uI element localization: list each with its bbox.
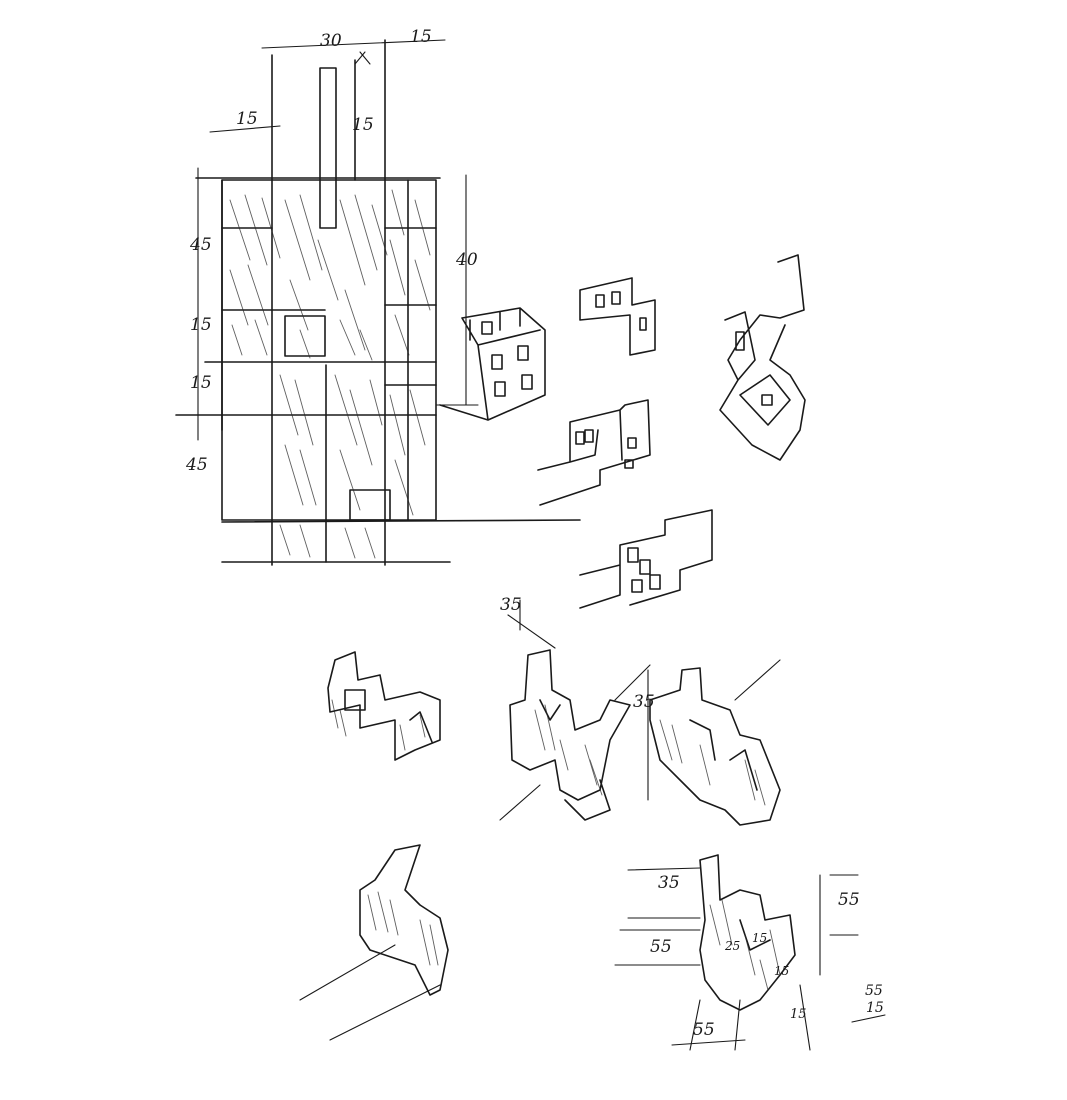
- cluster-study-left: [327, 651, 441, 761]
- dim-lower-left-55: 55: [650, 937, 672, 957]
- main-elevation: 30 15 15 15 45 15 15 45 40: [175, 27, 581, 566]
- dim-left-upper: 45: [189, 235, 212, 255]
- cluster-study-right: [647, 659, 781, 826]
- perspective-study-3: [719, 254, 806, 461]
- dim-lower-inner-15b: 15: [774, 964, 789, 978]
- dim-left-lower: 15: [190, 373, 212, 393]
- dim-left-middle: 15: [190, 315, 212, 335]
- lower-study-left: [299, 844, 449, 1041]
- dim-side-15: 15: [790, 1007, 807, 1022]
- cluster-study-middle: [499, 599, 651, 821]
- elevation-hatching: [229, 189, 431, 559]
- dim-right-height: 40: [455, 250, 478, 270]
- dim-corner-55: 55: [865, 983, 883, 999]
- dim-lower-inner-25: 25: [724, 939, 740, 953]
- dim-lower-right-55: 55: [838, 890, 860, 910]
- dim-left-base: 45: [185, 455, 208, 475]
- perspective-study-2: [579, 277, 656, 356]
- perspective-study-4: [537, 399, 651, 506]
- perspective-study-1: [439, 307, 546, 421]
- dim-tower-height: 15: [352, 115, 374, 135]
- dim-cluster-35: 35: [633, 692, 655, 712]
- dim-top-right: 15: [410, 27, 432, 47]
- dim-lower-35: 35: [658, 873, 680, 893]
- dim-corner-15: 15: [866, 1000, 884, 1016]
- dim-lower-inner-15: 15: [752, 931, 767, 945]
- dim-lower-bottom-55: 55: [693, 1020, 715, 1040]
- perspective-study-5: [579, 509, 713, 609]
- dim-mid-35: 35: [500, 595, 522, 615]
- dim-top-width: 30: [320, 31, 342, 51]
- dim-top-left: 15: [236, 109, 258, 129]
- lower-study-right: [614, 854, 859, 1051]
